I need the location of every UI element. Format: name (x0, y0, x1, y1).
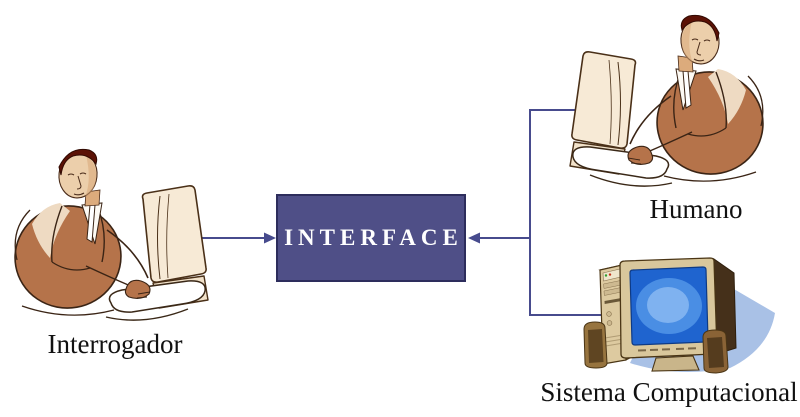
computer-system-label: Sistema Computacional (540, 377, 798, 407)
arrow-interrogator-to-interface (198, 232, 276, 244)
arrow-right-to-interface (468, 232, 530, 244)
interface-box: INTERFACE (276, 194, 466, 282)
interrogator-label: Interrogador (47, 329, 183, 359)
interface-box-label: INTERFACE (284, 225, 463, 250)
human-person-illustration (569, 14, 768, 187)
bracket-right (529, 109, 608, 316)
computer-system-illustration (583, 257, 775, 374)
interrogator-person-illustration (10, 148, 209, 321)
human-label: Humano (649, 194, 743, 224)
